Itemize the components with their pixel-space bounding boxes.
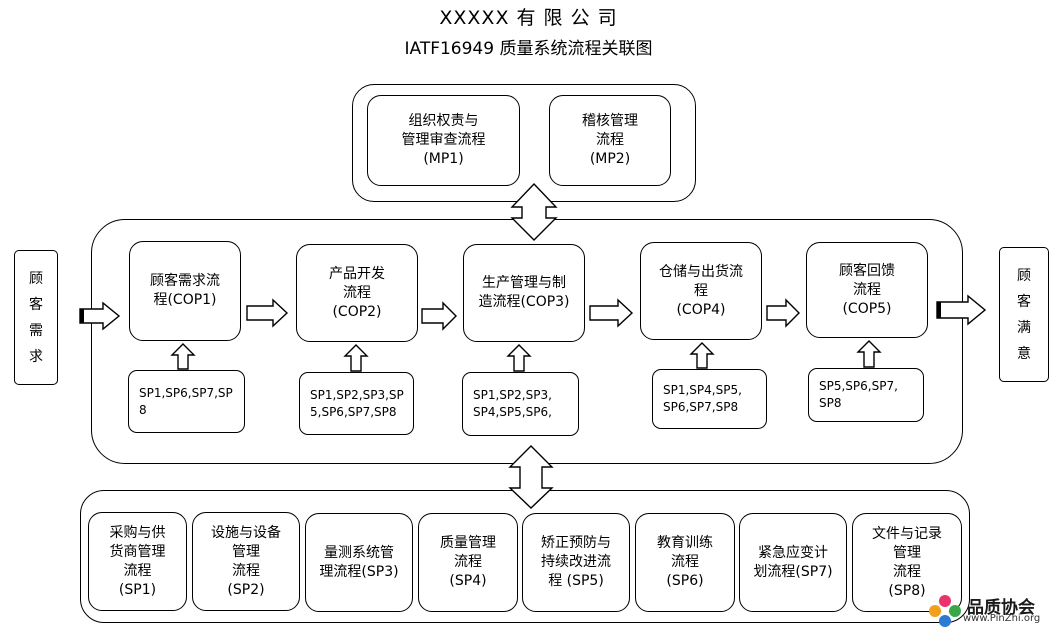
company-title: XXXXX 有 限 公 司	[439, 7, 618, 29]
double-arrow-bottom-icon	[508, 445, 554, 509]
sp5-box: 矫正预防与 持续改进流 程 (SP5)	[522, 513, 630, 612]
cop2-support-list: SP1,SP2,SP3,SP 5,SP6,SP7,SP8	[299, 372, 414, 435]
cop4-support-list: SP1,SP4,SP5, SP6,SP7,SP8	[652, 369, 767, 429]
cop2-box: 产品开发 流程 (COP2)	[296, 244, 418, 342]
sp8-box: 文件与记录 管理 流程 (SP8)	[852, 513, 962, 612]
cop3-support-list: SP1,SP2,SP3, SP4,SP5,SP6,	[462, 372, 579, 436]
sp6-box: 教育训练 流程 (SP6)	[635, 513, 735, 612]
sp7-box: 紧急应变计 划流程(SP7)	[739, 513, 847, 612]
cop4-box: 仓储与出货流 程 (COP4)	[640, 242, 762, 340]
watermark-logo: 品质协会 www.PinZhi.org	[927, 593, 1047, 629]
input-arrow-icon	[79, 301, 121, 331]
up-arrow-1-icon	[170, 343, 196, 370]
cop5-box: 顾客回馈 流程 (COP5)	[806, 242, 928, 338]
watermark-name: 品质协会	[967, 598, 1035, 618]
mp1-box: 组织权责与 管理审查流程 (MP1)	[367, 95, 520, 186]
flower-logo-icon	[929, 595, 961, 627]
customer-requirement-box: 顾 客 需 求	[14, 250, 58, 385]
cop3-box: 生产管理与制 造流程(COP3)	[463, 244, 585, 342]
customer-satisfaction-box: 顾 客 满 意	[999, 247, 1049, 382]
up-arrow-2-icon	[343, 344, 369, 372]
up-arrow-3-icon	[506, 344, 532, 372]
up-arrow-5-icon	[856, 340, 882, 368]
flow-arrow-4-icon	[766, 298, 800, 328]
watermark-url: www.PinZhi.org	[963, 613, 1041, 624]
cop1-box: 顾客需求流 程(COP1)	[129, 241, 241, 341]
output-arrow-icon	[936, 294, 987, 326]
flow-arrow-1-icon	[246, 298, 289, 328]
sp4-box: 质量管理 流程 (SP4)	[418, 513, 518, 612]
sp1-box: 采购与供 货商管理 流程 (SP1)	[88, 512, 187, 611]
sp3-box: 量测系统管 理流程(SP3)	[305, 513, 413, 612]
sp2-box: 设施与设备 管理 流程 (SP2)	[192, 512, 300, 611]
flow-arrow-2-icon	[421, 301, 457, 331]
cop5-support-list: SP5,SP6,SP7, SP8	[808, 368, 924, 422]
up-arrow-4-icon	[689, 342, 715, 369]
diagram-title: IATF16949 质量系统流程关联图	[404, 39, 653, 59]
double-arrow-top-icon	[510, 182, 558, 241]
cop1-support-list: SP1,SP6,SP7,SP 8	[128, 370, 245, 433]
flow-arrow-3-icon	[589, 298, 634, 328]
mp2-box: 稽核管理 流程 (MP2)	[549, 95, 671, 186]
